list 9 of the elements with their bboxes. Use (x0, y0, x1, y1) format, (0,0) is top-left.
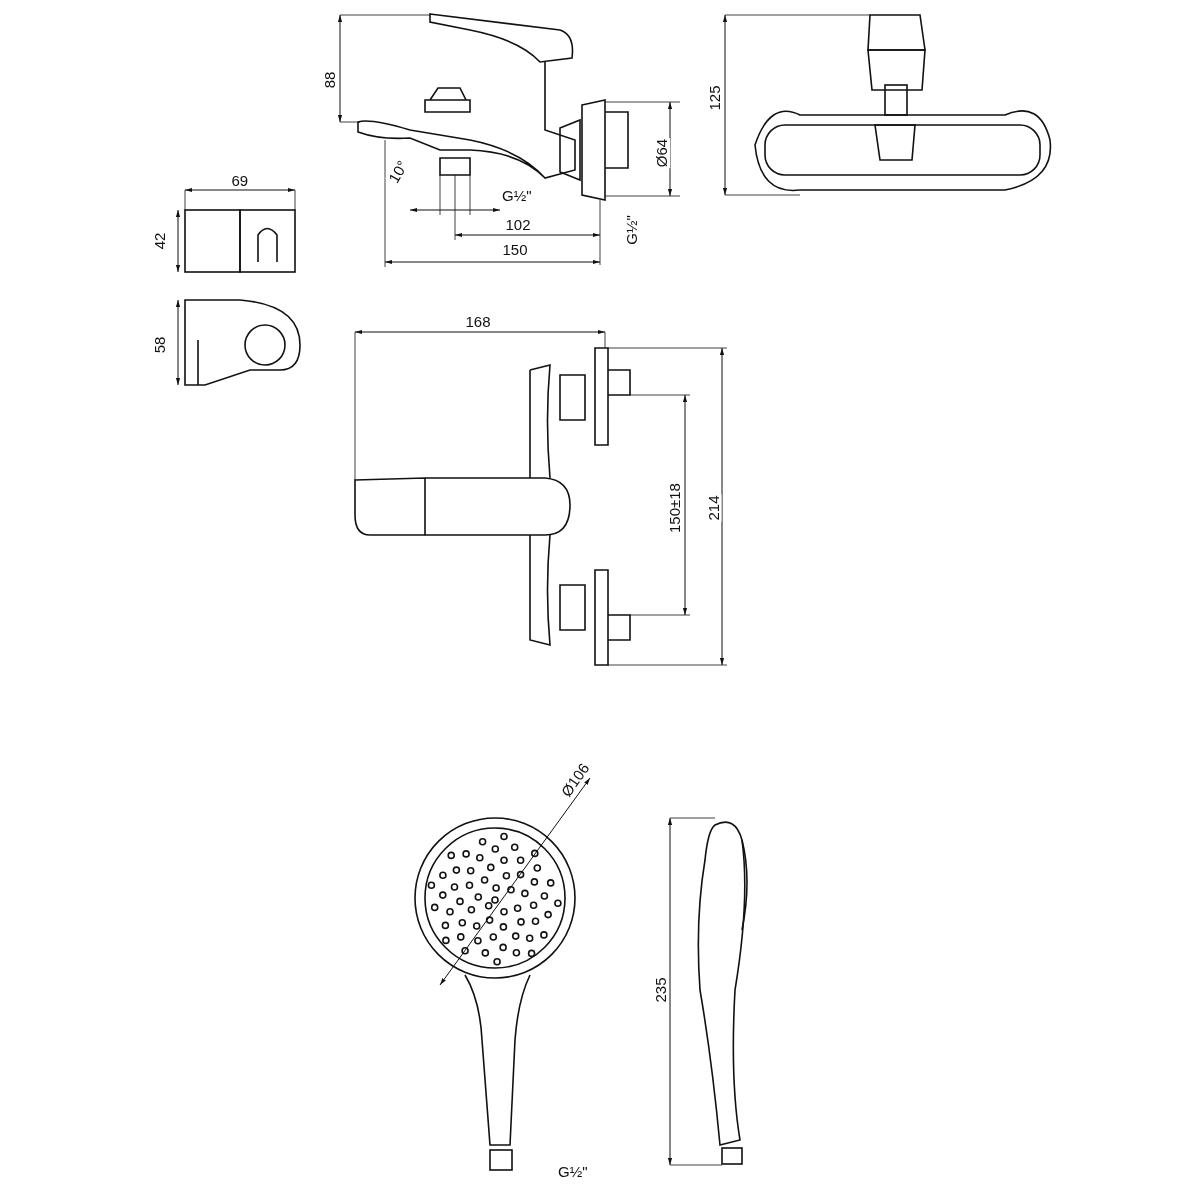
dimension-label: G½" (501, 188, 533, 204)
dimension-label: 168 (464, 314, 492, 330)
dimension-label: Ø64 (654, 137, 671, 169)
dimension-label: 102 (504, 217, 532, 233)
dimension-label: 150 (501, 242, 529, 258)
dimension-label: 150±18 (667, 482, 683, 534)
dimension-label: 69 (230, 173, 250, 189)
dimension-label: G½" (623, 214, 640, 246)
dimension-label: G½" (557, 1164, 589, 1180)
